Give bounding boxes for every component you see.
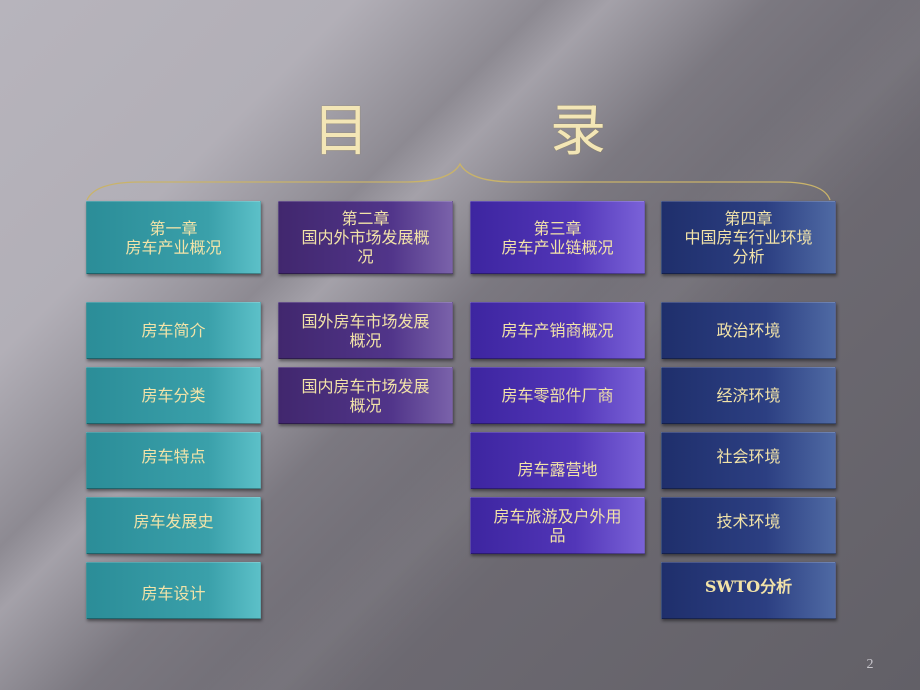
item-label: 房车零部件厂商 (501, 386, 614, 405)
page-title: 目 录 (0, 92, 920, 172)
item-label: 房车旅游及户外用 品 (493, 506, 622, 545)
curly-brace-decoration (86, 162, 831, 201)
item-label: 房车设计 (141, 584, 206, 603)
item-label: 房车产销商概况 (501, 321, 614, 340)
chapter-4-item-5[interactable]: SWTO分析 (661, 562, 836, 619)
chapter-2-item-1[interactable]: 国外房车市场发展 概况 (278, 302, 453, 359)
chapter-1-header[interactable]: 第一章 房车产业概况 (86, 201, 261, 274)
item-label: SWTO分析 (704, 577, 793, 596)
chapter-2-item-2[interactable]: 国内房车市场发展 概况 (278, 367, 453, 424)
chapter-3-title: 第三章 房车产业链概况 (501, 218, 614, 257)
chapter-4-header[interactable]: 第四章 中国房车行业环境 分析 (661, 201, 836, 274)
chapter-1-item-4[interactable]: 房车发展史 (86, 497, 261, 554)
chapter-1-item-2[interactable]: 房车分类 (86, 367, 261, 424)
chapter-1-title: 第一章 房车产业概况 (125, 218, 222, 257)
chapter-4-item-2[interactable]: 经济环境 (661, 367, 836, 424)
item-label: 房车露营地 (517, 460, 598, 479)
item-label: 房车特点 (141, 447, 206, 466)
title-char-lu: 录 (550, 99, 606, 164)
chapter-4-item-3[interactable]: 社会环境 (661, 432, 836, 489)
chapter-3-item-1[interactable]: 房车产销商概况 (470, 302, 645, 359)
item-label: 房车发展史 (133, 512, 214, 531)
chapter-4-item-1[interactable]: 政治环境 (661, 302, 836, 359)
chapter-2-title: 第二章 国内外市场发展概 况 (301, 209, 430, 266)
item-label: 经济环境 (716, 386, 781, 405)
chapter-1-item-1[interactable]: 房车简介 (86, 302, 261, 359)
item-label: 国外房车市场发展 概况 (301, 311, 430, 350)
page-number: 2 (866, 657, 874, 672)
chapter-1-item-5[interactable]: 房车设计 (86, 562, 261, 619)
chapter-3-item-3[interactable]: 房车露营地 (470, 432, 645, 489)
chapter-2-header[interactable]: 第二章 国内外市场发展概 况 (278, 201, 453, 274)
chapter-3-item-2[interactable]: 房车零部件厂商 (470, 367, 645, 424)
chapter-3-header[interactable]: 第三章 房车产业链概况 (470, 201, 645, 274)
chapter-1-item-3[interactable]: 房车特点 (86, 432, 261, 489)
title-char-mu: 目 (313, 99, 369, 164)
chapter-4-title: 第四章 中国房车行业环境 分析 (684, 209, 813, 266)
item-label: 房车分类 (141, 386, 206, 405)
item-label: 房车简介 (141, 321, 206, 340)
item-label: 技术环境 (716, 512, 781, 531)
item-label: 政治环境 (716, 321, 781, 340)
item-label: 国内房车市场发展 概况 (301, 376, 430, 415)
chapter-4-item-4[interactable]: 技术环境 (661, 497, 836, 554)
item-label: 社会环境 (716, 447, 781, 466)
chapter-3-item-4[interactable]: 房车旅游及户外用 品 (470, 497, 645, 554)
